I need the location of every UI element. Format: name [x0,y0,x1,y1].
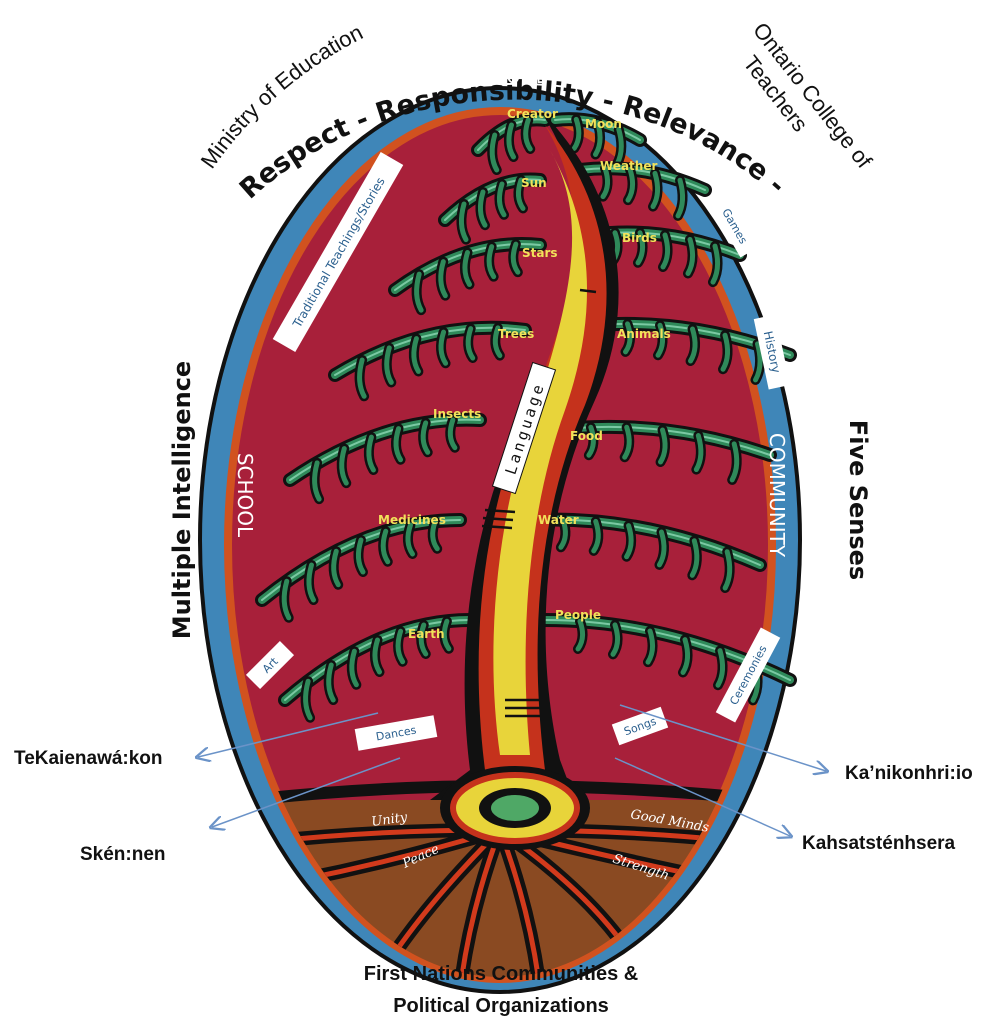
sun-word: Sun [521,176,547,190]
birds-word: Birds [622,231,657,245]
footer-line-1: First Nations Communities & [0,958,1002,990]
community-label: COMMUNITY [765,433,789,558]
five-senses-label: Five Senses [844,420,872,580]
medicines-word: Medicines [378,513,446,527]
creator-word: Creator [507,107,558,121]
tekaienawakon-label: TeKaienawá:kon [14,748,163,770]
skennen-label: Skén:nen [80,844,166,866]
trees-word: Trees [498,327,534,341]
insects-word: Insects [433,407,481,421]
root-medallion [440,766,590,850]
multiple-intelligence-label: Multiple Intelligence [168,361,196,639]
food-word: Food [570,429,603,443]
animals-word: Animals [617,327,671,341]
kahsatstenhsera-label: Kahsatsténhsera [802,833,955,855]
people-word: People [555,608,601,622]
home-label: HOME [493,64,548,88]
moon-word: Moon [585,117,622,131]
weather-word: Weather [600,159,657,173]
earth-word: Earth [408,627,445,641]
footer-caption: First Nations Communities & Political Or… [0,958,1002,1022]
kanikonhriio-label: Ka’nikonhri:io [845,763,973,785]
stars-word: Stars [522,246,558,260]
school-label: SCHOOL [233,453,257,538]
footer-line-2: Political Organizations [0,990,1002,1022]
water-word: Water [538,513,579,527]
